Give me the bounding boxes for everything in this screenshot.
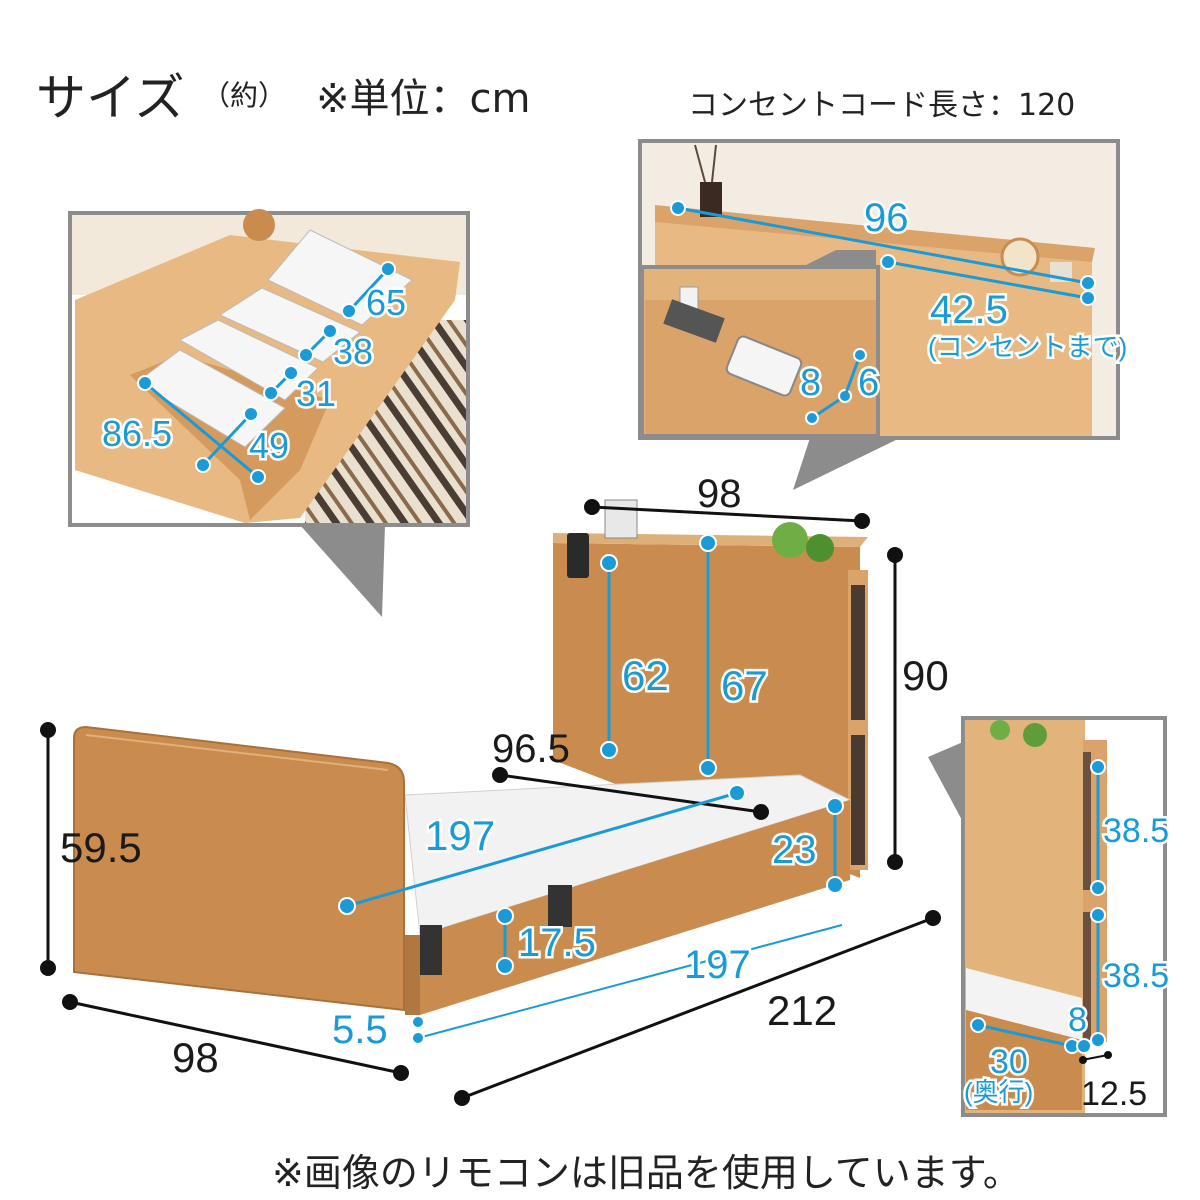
storage-callout-pointer bbox=[300, 525, 385, 617]
leg-height-label: 5.5 bbox=[332, 1008, 388, 1052]
inner-height-62-label: 62 bbox=[622, 652, 669, 699]
mattress-length-label: 197 bbox=[425, 812, 495, 859]
inner-height-67-label: 67 bbox=[721, 662, 768, 709]
storage-dim-65: 65 bbox=[366, 282, 406, 323]
shelf-dim-8: 8 bbox=[1068, 1001, 1087, 1039]
side-callout-pointer bbox=[928, 742, 963, 822]
storage-inset: 65 38 31 49 86.5 bbox=[68, 209, 470, 617]
footboard-height-label: 59.5 bbox=[60, 824, 142, 871]
storage-dim-86-5: 86.5 bbox=[102, 413, 172, 454]
headboard-width-label: 98 bbox=[697, 472, 742, 516]
shelf-dim-38-5-bottom: 38.5 bbox=[1103, 957, 1169, 995]
headboard-inset: 96 42.5 (コンセントまで) 8 6 bbox=[638, 139, 1130, 490]
footnote: ※画像のリモコンは旧品を使用しています。 bbox=[272, 1151, 1021, 1195]
headboard-outlet-note: (コンセントまで) bbox=[928, 332, 1127, 362]
approx-note: （約） bbox=[202, 79, 287, 112]
side-inset: 38.5 38.5 8 30 (奥行) 12.5 bbox=[928, 716, 1172, 1117]
side-rail-label: 23 bbox=[772, 828, 817, 872]
footboard-width-label: 98 bbox=[172, 1034, 219, 1081]
headboard-callout-pointer bbox=[793, 438, 900, 490]
total-length-label: 212 bbox=[767, 987, 837, 1034]
bed-illustration: 98 90 62 67 96.5 197 23 17.5 197 5.5 59.… bbox=[40, 472, 949, 1106]
shelf-dim-38-5-top: 38.5 bbox=[1103, 812, 1169, 850]
mattress-width-label: 96.5 bbox=[492, 727, 570, 771]
headboard-dim-42-5: 42.5 bbox=[930, 288, 1008, 332]
headboard-height-label: 90 bbox=[902, 652, 949, 699]
storage-dim-31: 31 bbox=[296, 373, 336, 414]
storage-dim-49: 49 bbox=[249, 425, 289, 466]
headboard-dim-96: 96 bbox=[864, 196, 909, 240]
storage-dim-38: 38 bbox=[333, 331, 373, 372]
cord-length-label: コンセントコード長さ：120 bbox=[688, 88, 1076, 123]
page-title: サイズ bbox=[36, 69, 185, 127]
shelf-dim-12-5: 12.5 bbox=[1081, 1075, 1147, 1113]
remote-control-icon bbox=[567, 533, 589, 578]
outlet-dim-6: 6 bbox=[858, 362, 879, 404]
floor-clearance-label: 17.5 bbox=[518, 921, 596, 965]
shelf-depth-note: (奥行) bbox=[964, 1077, 1033, 1107]
outlet-dim-8: 8 bbox=[800, 362, 821, 404]
shelf-depth-30: 30 bbox=[990, 1043, 1028, 1081]
unit-label: ※単位：cm bbox=[316, 76, 531, 122]
side-length-label: 197 bbox=[684, 943, 751, 987]
